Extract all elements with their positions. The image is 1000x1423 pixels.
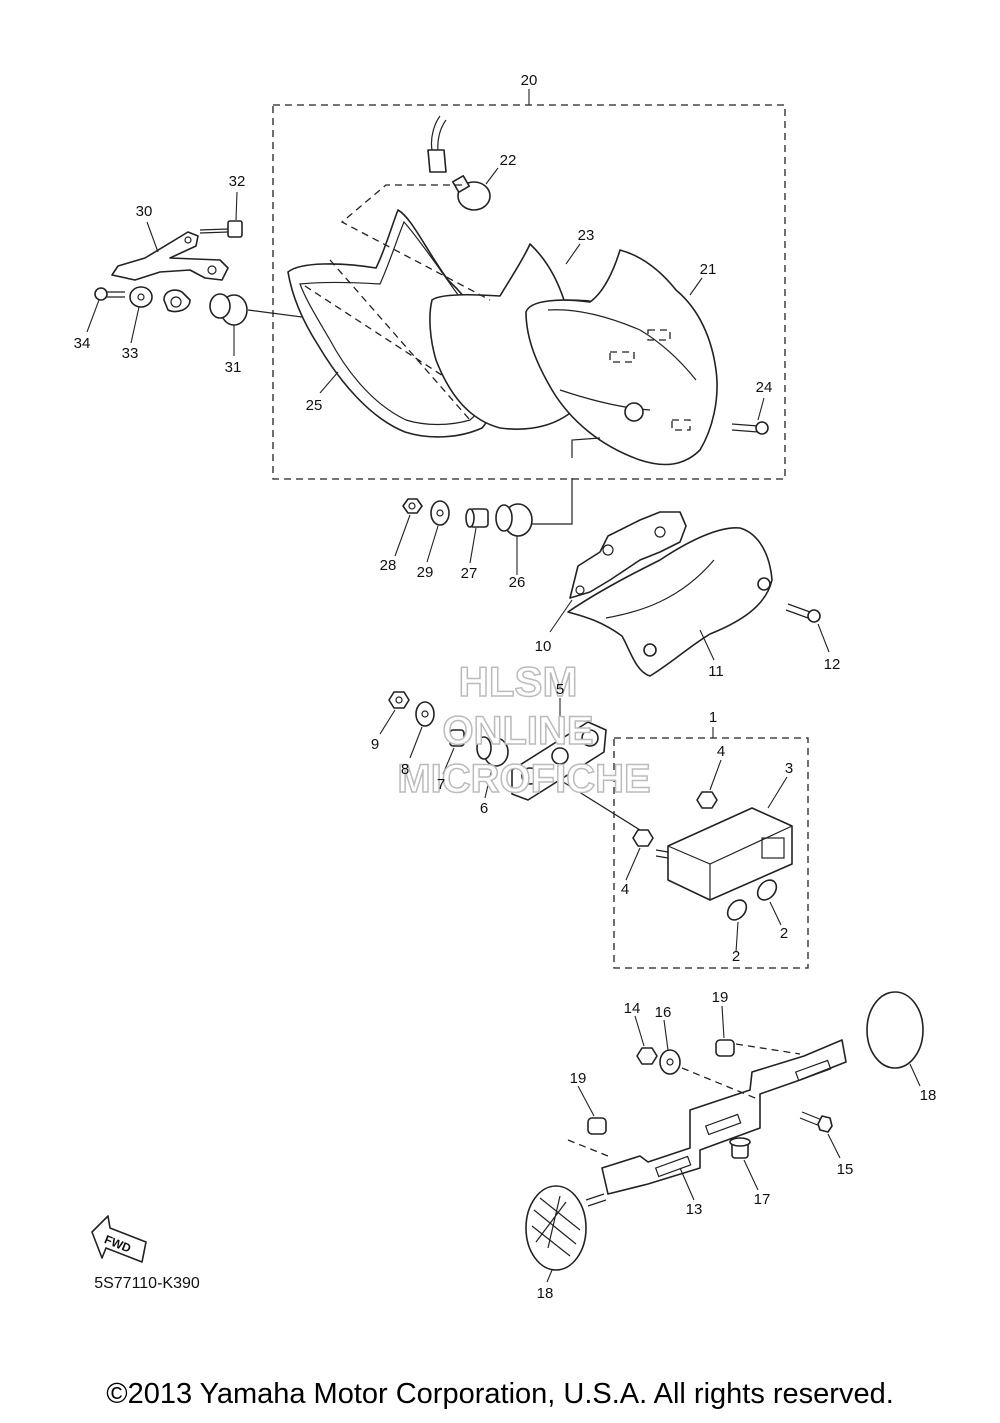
collar-7: [442, 729, 465, 775]
callout-12: 12: [824, 656, 841, 673]
grommet-26: [495, 503, 533, 575]
reflector-18-lower: [525, 1185, 607, 1283]
callout-32: 32: [229, 173, 246, 190]
callout-19-lower: 19: [570, 1070, 587, 1087]
callout-2-left: 2: [732, 948, 740, 965]
grommet-6: [476, 736, 509, 799]
svg-text:ONLINE: ONLINE: [442, 709, 593, 753]
callout-24: 24: [756, 379, 773, 396]
housing-21: [525, 249, 718, 466]
nut-28: [394, 498, 423, 557]
callout-33: 33: [122, 345, 139, 362]
callout-7: 7: [437, 776, 445, 793]
nut-19-upper: [715, 1005, 801, 1057]
callout-labels: 20 22 23 21 24 25 32 30 34 33 31 28 29 2…: [74, 72, 937, 1302]
screw-12: [785, 603, 830, 653]
callout-9: 9: [371, 736, 379, 753]
bulb-22: [340, 115, 499, 301]
washer-33: [129, 286, 153, 344]
washer-16: [659, 1019, 681, 1075]
screw-24: [731, 397, 769, 435]
bracket-5: [511, 698, 607, 801]
callout-23: 23: [578, 227, 595, 244]
collar-27: [465, 508, 489, 564]
watermark: HLSM ONLINE MICROFICHE: [397, 657, 652, 802]
bolt-15: [799, 1111, 841, 1159]
callout-10: 10: [535, 638, 552, 655]
callout-14: 14: [624, 1000, 641, 1017]
callout-4-upper: 4: [717, 743, 725, 760]
callout-22: 22: [500, 152, 517, 169]
callout-25: 25: [306, 397, 323, 414]
svg-text:HLSM: HLSM: [459, 658, 578, 705]
callout-15: 15: [837, 1161, 854, 1178]
callout-30: 30: [136, 203, 153, 220]
callout-4-lower: 4: [621, 881, 629, 898]
callout-5: 5: [556, 681, 564, 698]
nut-19-lower: [567, 1085, 609, 1157]
nut-4-upper: [696, 759, 722, 809]
callout-20: 20: [521, 72, 538, 89]
callout-21: 21: [700, 261, 717, 278]
callout-19-upper: 19: [712, 989, 729, 1006]
callout-8: 8: [401, 761, 409, 778]
callout-16: 16: [655, 1004, 672, 1021]
callout-26: 26: [509, 574, 526, 591]
callout-27: 27: [461, 565, 478, 582]
callout-11: 11: [708, 663, 724, 680]
washer-8: [409, 701, 435, 759]
grommet-31: [209, 293, 248, 356]
washer-29: [426, 500, 450, 563]
callout-29: 29: [417, 564, 434, 581]
cover-11: [567, 527, 773, 677]
bulb-2-left: [726, 899, 748, 953]
stay-10: [549, 511, 687, 633]
nut-9: [379, 691, 410, 735]
callout-6: 6: [480, 800, 488, 817]
callout-2-right: 2: [780, 925, 788, 942]
plug-17: [729, 1137, 759, 1191]
nut-4-lower: [625, 829, 654, 881]
callout-18-lower: 18: [537, 1285, 554, 1302]
callout-3: 3: [785, 760, 793, 777]
screw-34: [86, 287, 125, 333]
bracket-13: [601, 1039, 847, 1201]
callout-18-upper: 18: [920, 1087, 937, 1104]
diagram-code: 5S77110-K390: [94, 1275, 200, 1292]
nut-14: [634, 1015, 658, 1065]
group-box-1: [613, 727, 809, 969]
group-box-20: [272, 89, 786, 480]
bolt-32: [199, 191, 243, 238]
callout-17: 17: [754, 1191, 771, 1208]
bracket-plate: [163, 289, 191, 313]
svg-text:MICROFICHE: MICROFICHE: [397, 757, 650, 801]
callout-28: 28: [380, 557, 397, 574]
bulb-2-right: [756, 879, 782, 926]
reflector-18-upper: [866, 991, 924, 1087]
callout-1: 1: [709, 709, 717, 726]
copyright-notice: ©2013 Yamaha Motor Corporation, U.S.A. A…: [106, 1378, 894, 1410]
callout-34: 34: [74, 335, 91, 352]
callout-13: 13: [686, 1201, 703, 1218]
callout-31: 31: [225, 359, 242, 376]
fwd-arrow-icon: FWD: [91, 1215, 147, 1263]
tail-light-3: [655, 776, 793, 901]
bracket-30: [111, 221, 229, 281]
